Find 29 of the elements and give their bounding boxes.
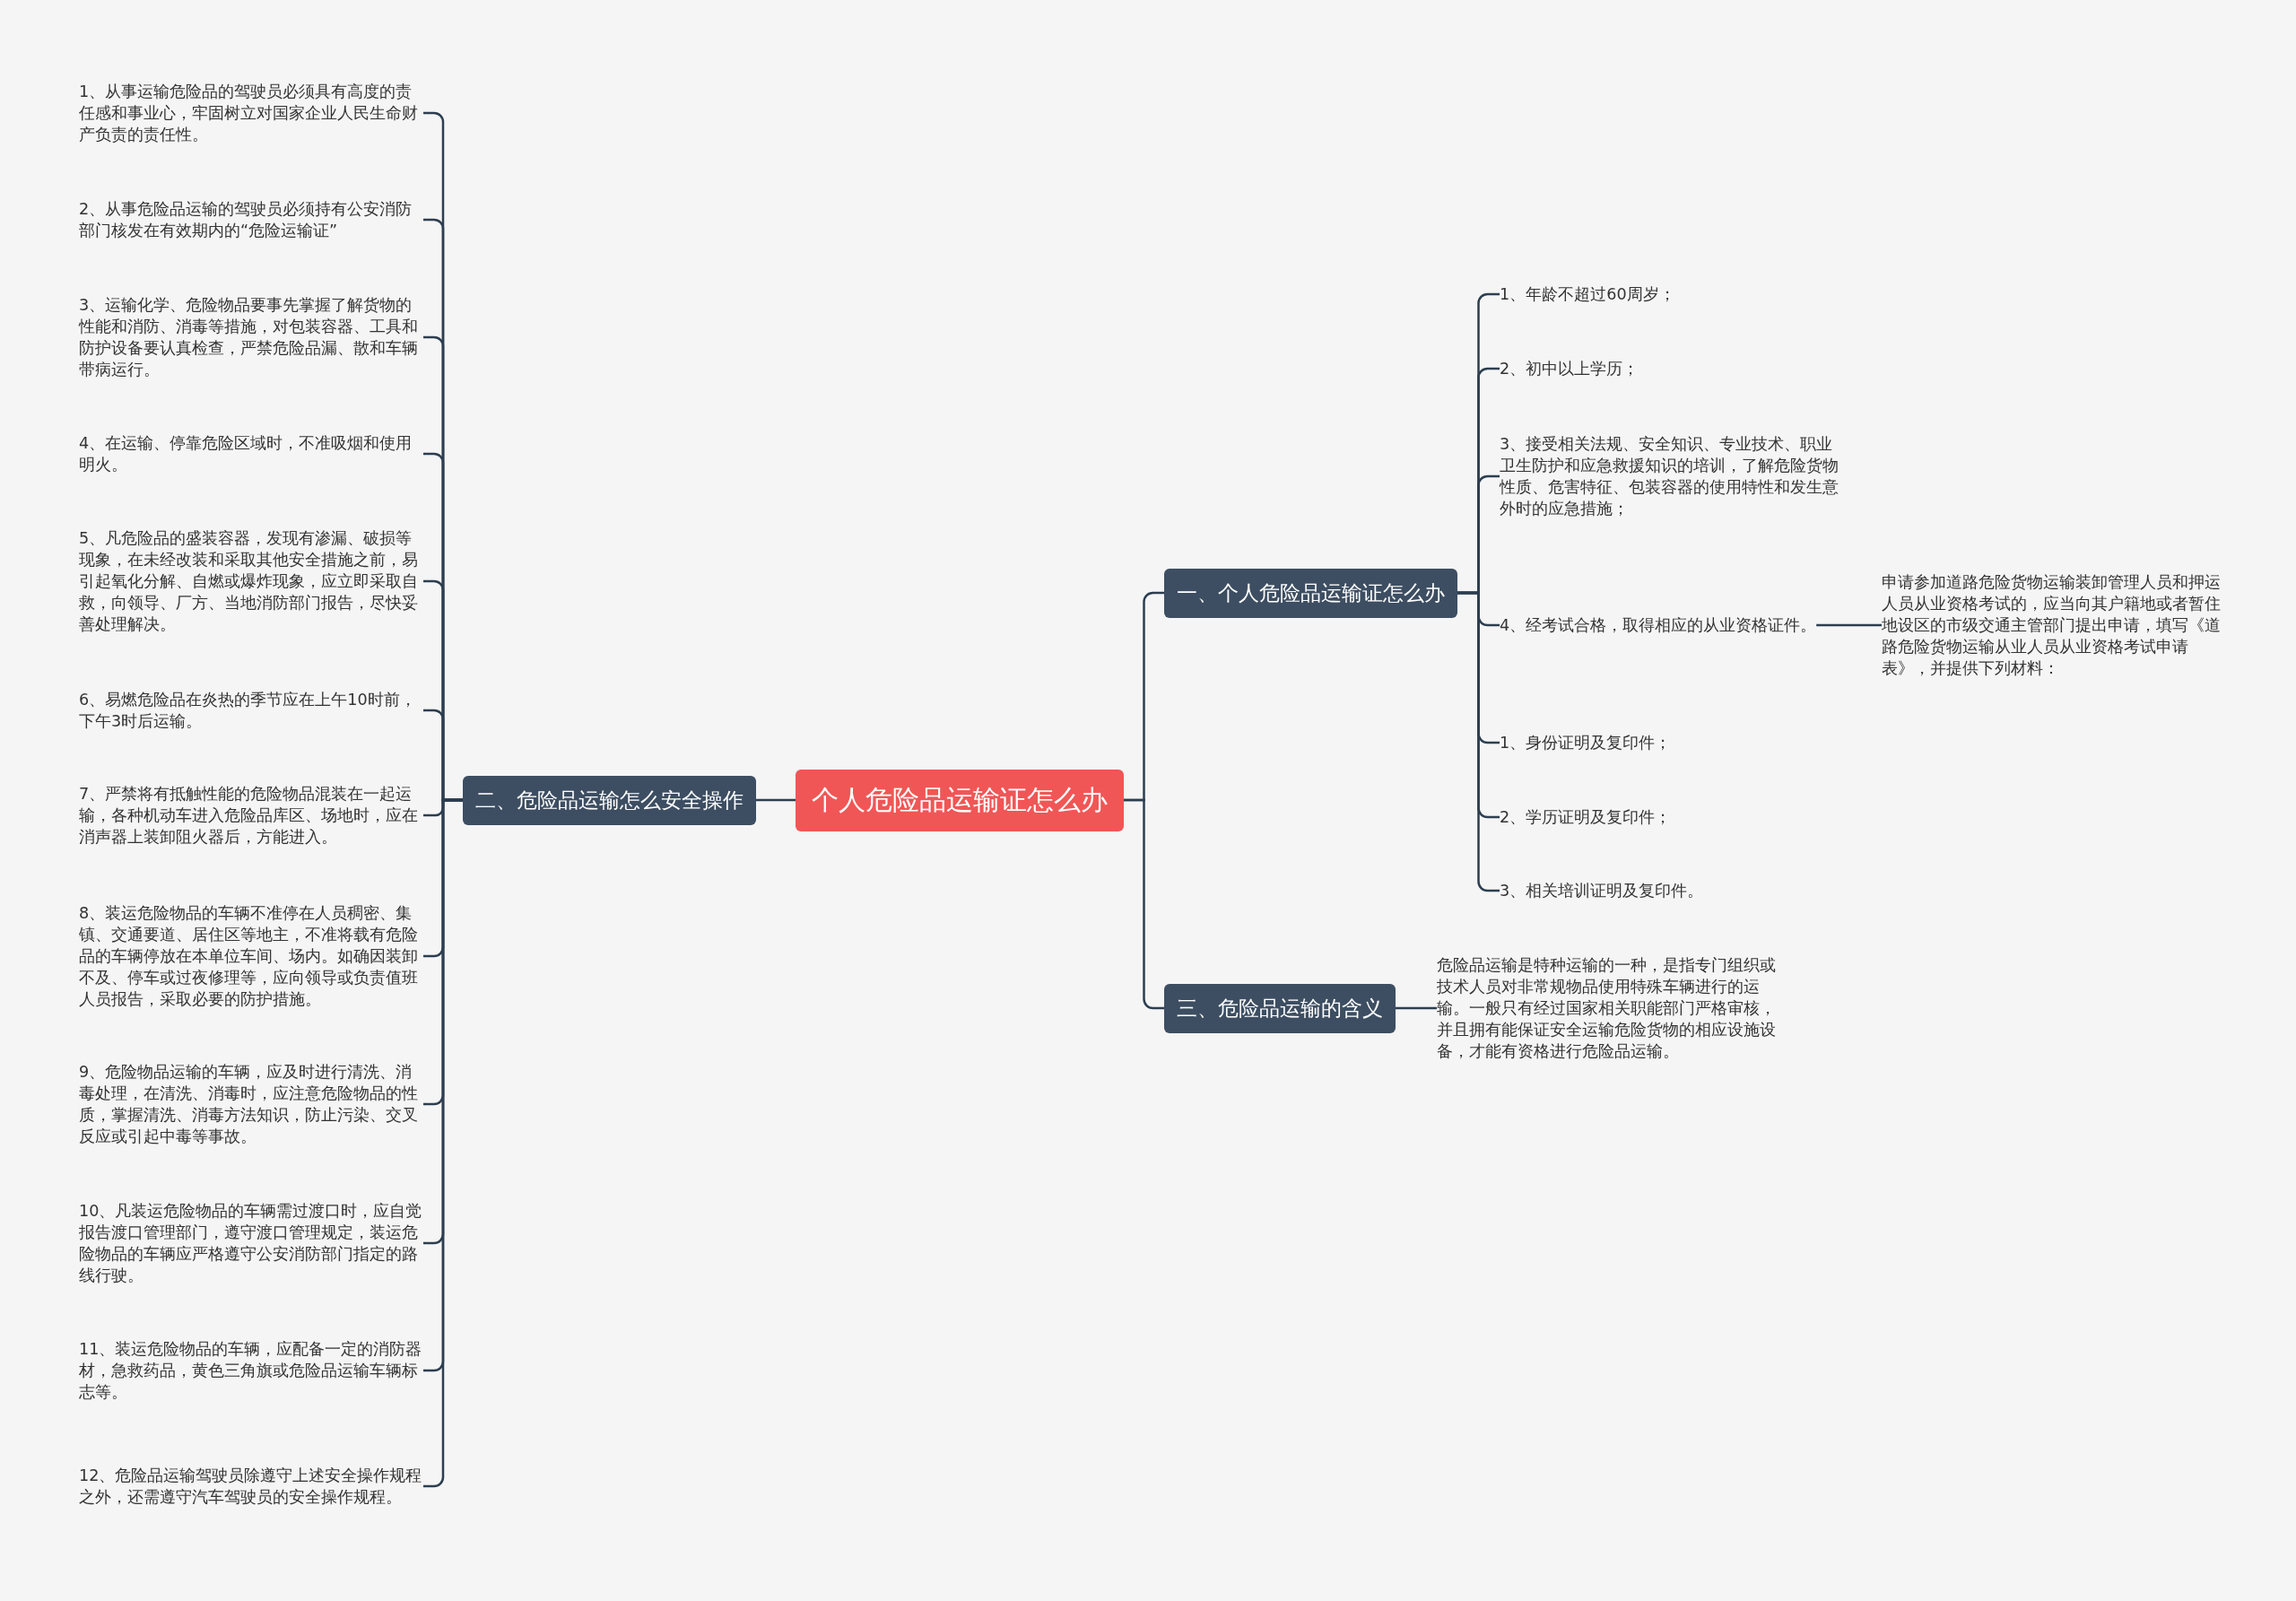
topic-text: 12、危险品运输驾驶员除遵守上述安全操作规程之外，还需遵守汽车驾驶员的安全操作规程。: [79, 1465, 423, 1508]
topic-text: 3、运输化学、危险物品要事先掌握了解货物的性能和消防、消毒等措施，对包装容器、工具和防护设备要认真检查，严禁危险品漏、散和车辆带病运行。: [79, 294, 423, 380]
topic-text: 4、经考试合格，取得相应的从业资格证件。: [1500, 614, 1817, 636]
topic-text: 1、身份证明及复印件；: [1500, 732, 1672, 753]
topic-text: 7、严禁将有抵触性能的危险物品混装在一起运输，各种机动车进入危险品库区、场地时，应在消声器上装卸阻火器后，方能进入。: [79, 783, 423, 848]
topic-text: 2、初中以上学历；: [1500, 358, 1639, 379]
topic-text: 1、从事运输危险品的驾驶员必须具有高度的责任感和事业心，牢固树立对国家企业人民生命财产负责的责任性。: [79, 81, 423, 145]
connector-line: [1124, 798, 1164, 1010]
branch-topic: 三、危险品运输的含义: [1164, 983, 1396, 1033]
connector-line: [756, 798, 796, 802]
topic-text: 3、相关培训证明及复印件。: [1500, 880, 1704, 901]
connector-line: [1396, 1006, 1437, 1010]
topic-text: 9、危险物品运输的车辆，应及时进行清洗、消毒处理，在清洗、消毒时，应注意危险物品的性质，掌握清洗、消毒方法知识，防止污染、交叉反应或引起中毒等事故。: [79, 1061, 423, 1147]
topic-text: 6、易燃危险品在炎热的季节应在上午10时前，下午3时后运输。: [79, 689, 423, 732]
topic-text: 3、接受相关法规、安全知识、专业技术、职业卫生防护和应急救援知识的培训，了解危险货物性质、危害特征、包装容器的使用特性和发生意外时的应急措施；: [1500, 433, 1844, 519]
topic-text: 10、凡装运危险物品的车辆需过渡口时，应自觉报告渡口管理部门，遵守渡口管理规定，装运危险物品的车辆应严格遵守公安消防部门指定的路线行驶。: [79, 1200, 423, 1286]
topic-text: 11、装运危险物品的车辆，应配备一定的消防器材，急救药品，黄色三角旗或危险品运输车辆标志等。: [79, 1338, 423, 1403]
topic-text: 1、年龄不超过60周岁；: [1500, 283, 1675, 305]
topic-text: 5、凡危险品的盛装容器，发现有渗漏、破损等现象，在未经改装和采取其他安全措施之前，易引起氧化分解、自燃或爆炸现象，应立即采取自救，向领导、厂方、当地消防部门报告，尽快妥善处理解决。: [79, 527, 423, 635]
branch-topic: 二、危险品运输怎么安全操作: [463, 775, 756, 825]
topic-text: 2、学历证明及复印件；: [1500, 806, 1672, 828]
topic-text: 4、在运输、停靠危险区域时，不准吸烟和使用明火。: [79, 432, 423, 475]
branch-topic: 一、个人危险品运输证怎么办: [1164, 568, 1457, 618]
topic-text: 申请参加道路危险货物运输装卸管理人员和押运人员从业资格考试的，应当向其户籍地或者暂住地设区的市级交通主管部门提出申请，填写《道路危险货物运输从业人员从业资格考试申请表》，并提供下列材料：: [1882, 571, 2226, 679]
topic-text: 危险品运输是特种运输的一种，是指专门组织或技术人员对非常规物品使用特殊车辆进行的运输。一般只有经过国家相关职能部门严格审核，并且拥有能保证安全运输危险货物的相应设施设备，才能有资格进行危险品运输。: [1437, 954, 1781, 1062]
connector-line: [1816, 623, 1882, 627]
topic-text: 2、从事危险品运输的驾驶员必须持有公安消防部门核发在有效期内的“危险运输证”: [79, 198, 423, 241]
topic-text: 8、装运危险物品的车辆不准停在人员稠密、集镇、交通要道、居住区等地主，不准将载有危险品的车辆停放在本单位车间、场内。如确因装卸不及、停车或过夜修理等，应向领导或负责值班人员报告，采取必要的防护措施。: [79, 902, 423, 1010]
central-topic: 个人危险品运输证怎么办: [796, 769, 1124, 831]
